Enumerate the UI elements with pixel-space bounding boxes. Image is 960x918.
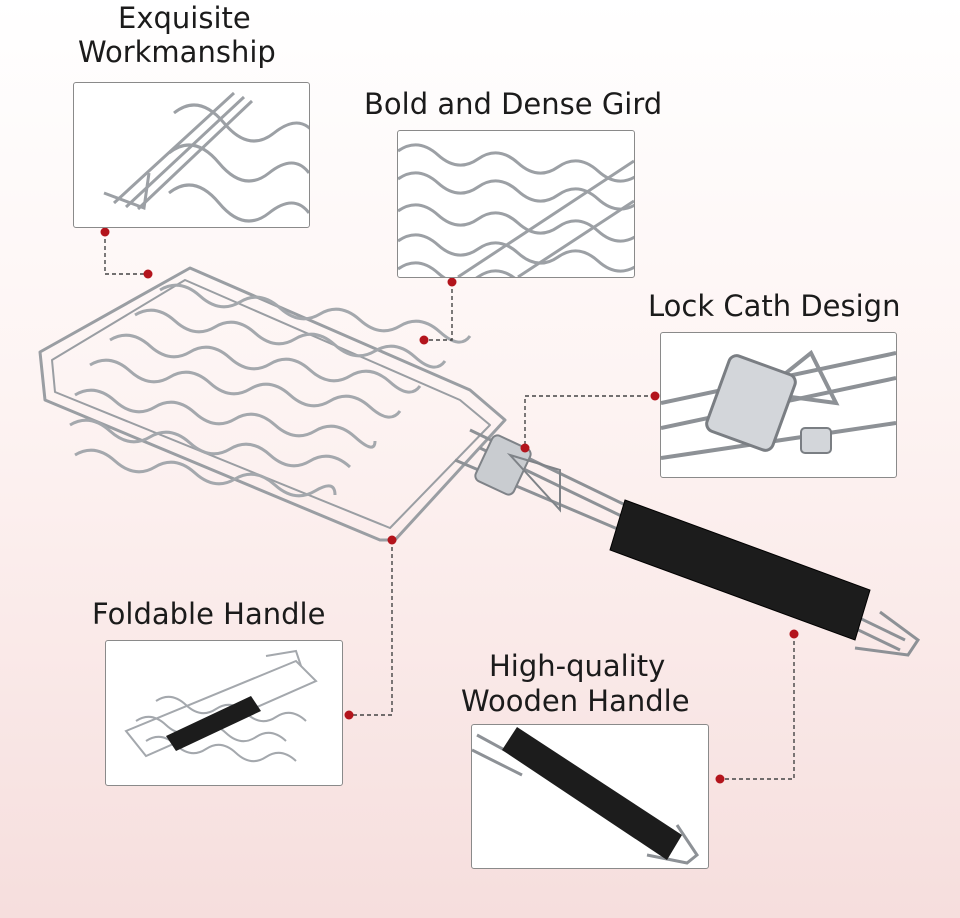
foldable-label: Foldable Handle [92, 597, 326, 631]
handle-label-line2: Wooden Handle [461, 684, 690, 718]
workmanship-label-line1: Exquisite [118, 1, 251, 35]
lock-clip [474, 434, 561, 513]
grill-basket-wavy-wires [69, 283, 472, 498]
grid-detail-image [397, 130, 635, 278]
grill-basket-frame [38, 266, 507, 542]
grid-label: Bold and Dense Gird [364, 87, 663, 121]
handle-label-line1: High-quality [489, 649, 666, 683]
foldable-detail-image [105, 640, 343, 786]
lock-detail-image [660, 332, 897, 478]
workmanship-label-line2: Workmanship [78, 35, 276, 69]
workmanship-detail-image [73, 82, 310, 228]
handle-detail-image [471, 724, 709, 869]
lock-label: Lock Cath Design [648, 289, 901, 323]
black-grip [609, 499, 871, 641]
